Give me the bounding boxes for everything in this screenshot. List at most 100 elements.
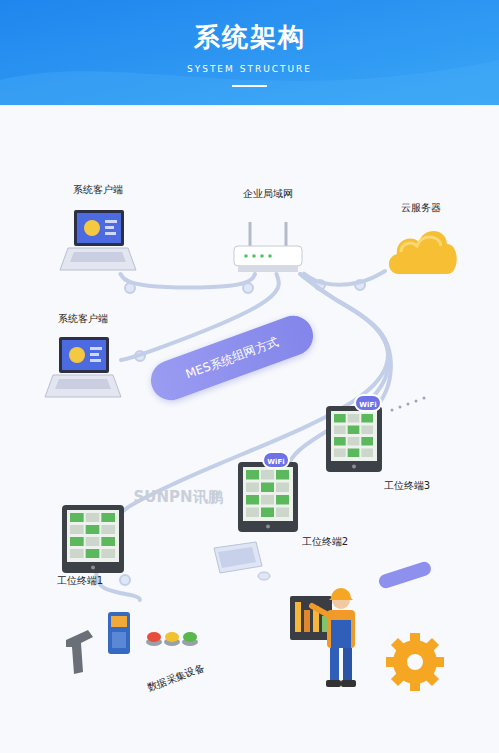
worker-leg (330, 644, 339, 682)
screen-cell (101, 525, 115, 534)
cloud-shape (389, 231, 457, 274)
screen-chart (84, 220, 100, 236)
terminal-button (266, 525, 270, 529)
screen-cell (276, 508, 289, 518)
screen-cell (246, 508, 259, 518)
screen-cell (261, 470, 274, 480)
node-label: 企业局域网 (224, 188, 312, 200)
terminal-button (352, 465, 356, 469)
header-band (0, 0, 499, 105)
screen-cell (261, 495, 274, 505)
terminal-body (238, 462, 298, 532)
cloud-icon (385, 222, 457, 280)
continuation-dot (407, 403, 410, 406)
router-led (252, 254, 256, 258)
worker-arm (312, 606, 330, 616)
screen-cell (246, 483, 259, 493)
screen-bar (90, 347, 102, 350)
network-connector (120, 274, 255, 287)
laptop-base (45, 375, 121, 397)
router-led (244, 254, 248, 258)
gear-tooth (391, 638, 439, 686)
screen-cell (348, 426, 360, 435)
node-label: 工位终端1 (40, 575, 120, 587)
router-body (234, 246, 302, 266)
terminal-icon (238, 462, 298, 532)
gear-body (393, 640, 437, 684)
signal-button (183, 632, 197, 642)
screen-cell (361, 426, 373, 435)
router-led (268, 254, 272, 258)
worker-shoe (326, 680, 341, 687)
keyboard-keys (218, 547, 256, 568)
node-label: 系统客户端 (35, 313, 131, 325)
cloud-server: 云服务器 (385, 222, 457, 280)
screen-cell (246, 470, 259, 480)
terminal-body (62, 505, 124, 573)
keyboard (214, 542, 262, 573)
node-label: 数据采集设备 (127, 655, 225, 700)
header-underline (232, 85, 267, 87)
screen-cell (86, 537, 100, 546)
laptop-screen-frame (74, 210, 124, 246)
station-terminal: 工位终端3 (326, 406, 382, 472)
screen-cell (101, 513, 115, 522)
node-label: 工位终端2 (290, 536, 360, 548)
gear-tooth (391, 638, 439, 686)
handheld-reader (108, 612, 130, 654)
laptop-base (60, 248, 136, 270)
router-antenna (249, 222, 252, 248)
laptop-screen (77, 213, 121, 243)
screen-cell (334, 437, 346, 446)
screen-cell (86, 513, 100, 522)
signal-button (165, 632, 179, 642)
laptop-screen (62, 340, 106, 370)
continuation-dot (423, 397, 426, 400)
terminal-button (91, 566, 95, 570)
screen-cell (246, 495, 259, 505)
screen-cell (334, 414, 346, 423)
screen-cell (334, 426, 346, 435)
client-laptop: 系统客户端 (45, 335, 121, 401)
screen-bar (90, 353, 99, 356)
router-base (238, 265, 298, 272)
terminal-body (326, 406, 382, 472)
router-led (260, 254, 264, 258)
network-connector (300, 274, 391, 406)
screen-cell (70, 525, 84, 534)
node-label: 工位终端3 (372, 480, 442, 492)
screen-cell (70, 537, 84, 546)
screen-cell (348, 449, 360, 458)
screen-cell (86, 525, 100, 534)
board-bar (295, 602, 301, 632)
reader-keys (112, 632, 126, 648)
watermark: SUNPN讯鹏 (118, 488, 238, 507)
laptop-keys (55, 379, 111, 389)
screen-cell (276, 470, 289, 480)
wifi-badge: WiFi (354, 394, 382, 412)
page-title: 系统架构 (0, 20, 499, 55)
terminal-icon (62, 505, 124, 573)
terminal-icon (326, 406, 382, 472)
screen-cell (348, 437, 360, 446)
screen-cell (334, 449, 346, 458)
screen-cell (86, 549, 100, 558)
board-bar (304, 610, 310, 632)
decor-pill (377, 560, 433, 590)
worker-shoe (341, 680, 356, 687)
terminal-screen (67, 510, 119, 562)
wifi-badge: WiFi (262, 451, 290, 469)
network-connector (124, 274, 388, 511)
worker-leg (343, 644, 352, 682)
screen-cell (276, 495, 289, 505)
screen-cell (276, 483, 289, 493)
laptop-keys (70, 252, 126, 262)
node-label: 云服务器 (385, 202, 457, 214)
network-connector (304, 271, 385, 284)
screen-cell (361, 414, 373, 423)
screen-bar (105, 232, 116, 235)
station-terminal: 工位终端2 (238, 462, 298, 532)
data-collection-devices: 数据采集设备 (62, 600, 212, 682)
screen-cell (101, 549, 115, 558)
